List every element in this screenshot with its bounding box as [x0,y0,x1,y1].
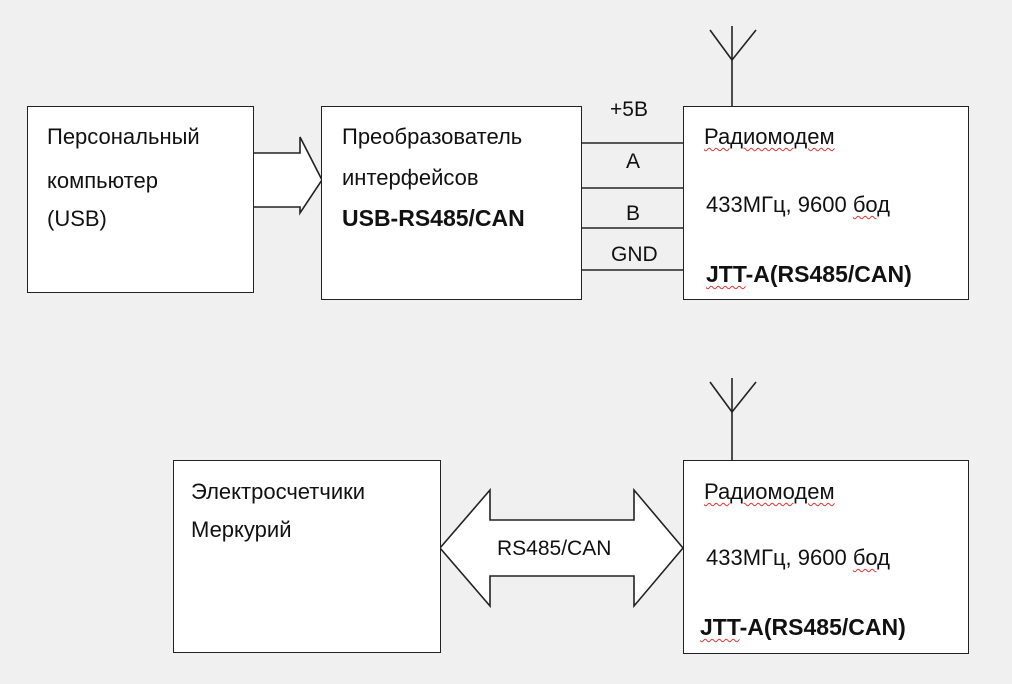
signal-label-b: B [626,202,641,225]
radiomodem-bottom-spec: 433МГц, 9600 бод [706,545,891,570]
radiomodem-top-spec: 433МГц, 9600 бод [706,192,891,217]
converter-label-line1: Преобразователь [342,124,523,149]
pc-box [27,106,254,293]
link-label: RS485/CAN [497,537,612,560]
pc-label-line3: (USB) [47,206,107,231]
pc-label-line2: компьютер [47,168,158,193]
radiomodem-top-box [683,106,969,300]
radiomodem-bottom-title: Радиомодем [704,479,835,504]
pc-label-line1: Персональный [47,124,200,149]
meters-label-line2: Меркурий [191,517,292,542]
converter-label-line2: интерфейсов [342,165,479,190]
converter-box [321,106,582,300]
radiomodem-bottom-model: JTT-A(RS485/CAN) [700,614,906,640]
signal-label-a: A [626,150,641,173]
antenna-top-icon [709,26,757,106]
antenna-bottom-icon [709,378,757,460]
meters-box [173,460,441,653]
radiomodem-top-model: JTT-A(RS485/CAN) [706,261,912,287]
signal-wires [581,142,683,271]
converter-model: USB-RS485/CAN [342,205,525,231]
usb-arrow [252,136,323,216]
meters-label-line1: Электросчетчики [191,479,366,504]
radiomodem-bottom-box [683,460,969,654]
radiomodem-top-title: Радиомодем [704,124,835,149]
signal-label-5v: +5В [610,98,648,121]
signal-label-gnd: GND [611,243,658,266]
